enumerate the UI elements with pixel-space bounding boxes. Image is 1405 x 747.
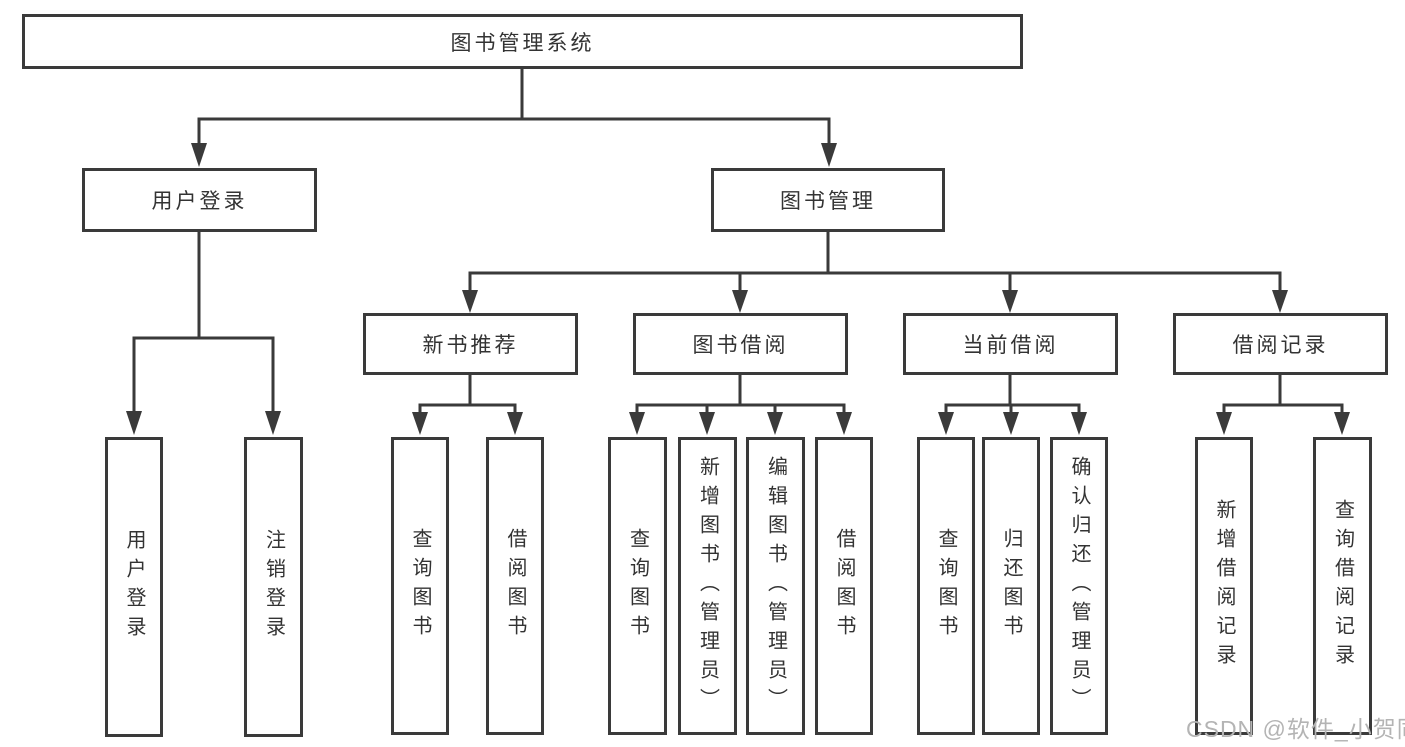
leaf-borrow-books-borrow: 借阅图书 bbox=[815, 437, 873, 735]
leaf-query-books-current: 查询图书 bbox=[917, 437, 975, 735]
leaf-edit-book-admin: 编辑图书（管理员） bbox=[746, 437, 805, 735]
leaf-user-login: 用户登录 bbox=[105, 437, 163, 737]
leaf-query-books-recommend: 查询图书 bbox=[391, 437, 449, 735]
leaf-query-books-borrow: 查询图书 bbox=[608, 437, 667, 735]
leaf-confirm-return-admin: 确认归还（管理员） bbox=[1050, 437, 1108, 735]
node-library-system: 图书管理系统 bbox=[22, 14, 1023, 69]
node-book-management: 图书管理 bbox=[711, 168, 945, 232]
node-user-login: 用户登录 bbox=[82, 168, 317, 232]
leaf-borrow-books-recommend: 借阅图书 bbox=[486, 437, 544, 735]
node-new-book-recommend: 新书推荐 bbox=[363, 313, 578, 375]
leaf-logout: 注销登录 bbox=[244, 437, 303, 737]
node-current-borrow: 当前借阅 bbox=[903, 313, 1118, 375]
leaf-add-borrow-record: 新增借阅记录 bbox=[1195, 437, 1253, 735]
leaf-return-book: 归还图书 bbox=[982, 437, 1040, 735]
node-borrow-records: 借阅记录 bbox=[1173, 313, 1388, 375]
watermark-text: CSDN @软件_小贺同学 bbox=[1186, 716, 1405, 742]
leaf-add-book-admin: 新增图书（管理员） bbox=[678, 437, 737, 735]
leaf-query-borrow-record: 查询借阅记录 bbox=[1313, 437, 1372, 735]
node-book-borrow: 图书借阅 bbox=[633, 313, 848, 375]
